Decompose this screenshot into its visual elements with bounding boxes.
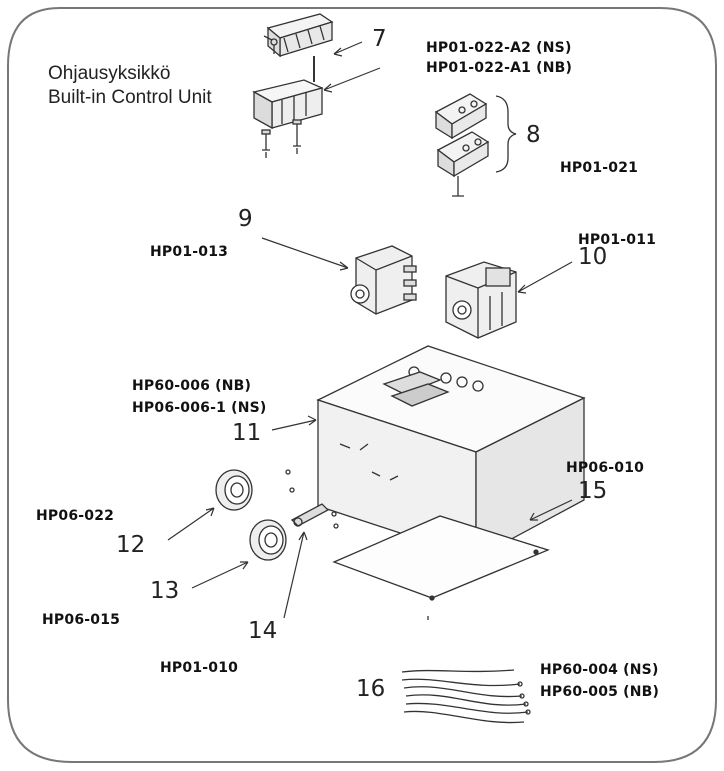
leader-arrow-13 <box>191 561 249 589</box>
leader-arrow-11 <box>271 415 317 431</box>
thermostat-part <box>350 245 417 315</box>
part-code-11-nb: HP60-006 (NB) <box>132 378 252 394</box>
cable-set <box>401 669 531 724</box>
callout-14: 14 <box>248 618 278 644</box>
part-code-10: HP01-011 <box>578 232 657 248</box>
title-english: Built-in Control Unit <box>48 87 212 108</box>
leader-arrow-10 <box>517 261 573 294</box>
callout-11: 11 <box>232 420 262 446</box>
callout-8: 8 <box>526 122 541 148</box>
leader-arrow-9 <box>261 237 349 271</box>
part-code-16-nb: HP60-005 (NB) <box>540 684 660 700</box>
part-code-15: HP06-010 <box>566 460 645 476</box>
contactor-part <box>445 261 517 339</box>
leader-arrow-14 <box>283 531 308 619</box>
leader-arrow-12 <box>167 507 215 541</box>
leader-arrow-15 <box>529 499 573 521</box>
part-code-7-a1: HP01-022-A1 (NB) <box>426 60 573 76</box>
terminal-block-part <box>434 93 517 197</box>
title-finnish: Ohjausyksikkö <box>48 63 171 84</box>
base-plate <box>332 515 550 620</box>
callout-10: 10 <box>578 244 608 270</box>
part-code-8: HP01-021 <box>560 160 639 176</box>
control-unit-top-cover <box>263 13 334 82</box>
indicator-switch-part <box>285 469 339 529</box>
part-code-13: HP06-015 <box>42 612 121 628</box>
rotary-knob-bottom <box>249 519 287 561</box>
part-code-12: HP06-022 <box>36 508 115 524</box>
diagram-border <box>7 7 717 763</box>
callout-15: 15 <box>578 478 608 504</box>
callout-9: 9 <box>238 206 253 232</box>
callout-16: 16 <box>356 676 386 702</box>
control-unit-body <box>252 79 324 158</box>
callout-7: 7 <box>372 26 387 52</box>
part-code-9: HP01-013 <box>150 244 229 260</box>
part-code-11-ns: HP06-006-1 (NS) <box>132 400 267 416</box>
leader-arrow-7b <box>323 67 381 93</box>
rotary-knob-top <box>215 469 253 511</box>
diagram-title: Ohjausyksikkö Built-in Control Unit <box>48 62 212 110</box>
leader-arrow-7a <box>333 41 363 57</box>
part-code-7-a2: HP01-022-A2 (NS) <box>426 40 572 56</box>
part-code-14: HP01-010 <box>160 660 239 676</box>
part-code-16-ns: HP60-004 (NS) <box>540 662 659 678</box>
callout-12: 12 <box>116 532 146 558</box>
callout-13: 13 <box>150 578 180 604</box>
